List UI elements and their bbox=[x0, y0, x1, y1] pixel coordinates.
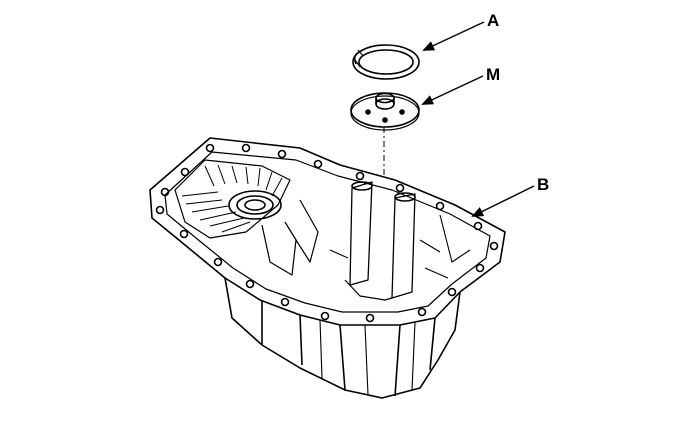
snap-ring-part bbox=[352, 44, 420, 80]
arrow-b bbox=[471, 185, 535, 217]
arrow-m bbox=[421, 75, 484, 105]
transmission-housing-part bbox=[149, 137, 506, 399]
callout-arrows bbox=[421, 21, 535, 217]
shim-washer-part bbox=[350, 92, 420, 131]
callout-label-b: B bbox=[537, 175, 550, 194]
callout-label-m: M bbox=[486, 65, 501, 84]
arrow-a bbox=[422, 21, 485, 51]
callout-label-a: A bbox=[487, 11, 500, 30]
